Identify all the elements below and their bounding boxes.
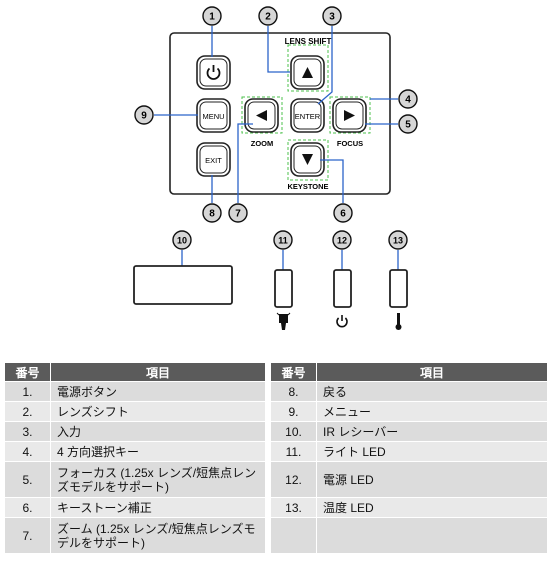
row-item: IR レシーバー xyxy=(316,421,548,442)
row-item: キーストーン補正 xyxy=(50,497,266,518)
row-number: 1. xyxy=(4,381,51,402)
power-icon xyxy=(206,65,221,80)
power-button[interactable] xyxy=(196,55,231,90)
row-item: ライト LED xyxy=(316,441,548,462)
row-item: フォーカス (1.25x レンズ/短焦点レンズモデルをサポート) xyxy=(50,461,266,498)
callout-12: 12 xyxy=(332,230,352,250)
row-number: 13. xyxy=(270,497,317,518)
row-item: 戻る xyxy=(316,381,548,402)
menu-button-label: MENU xyxy=(202,112,224,121)
focus-label: FOCUS xyxy=(337,139,363,148)
row-item: 電源ボタン xyxy=(50,381,266,402)
light-led xyxy=(274,269,293,308)
callout-8: 8 xyxy=(202,203,222,223)
callout-number: 12 xyxy=(337,236,347,246)
enter-button-label: ENTER xyxy=(295,112,321,121)
callout-number: 13 xyxy=(393,236,403,246)
row-item: ズーム (1.25x レンズ/短焦点レンズモデルをサポート) xyxy=(50,517,266,554)
row-number: 2. xyxy=(4,401,51,422)
callout-number: 1 xyxy=(209,12,215,23)
callout-number: 9 xyxy=(141,111,147,122)
row-item: メニュー xyxy=(316,401,548,422)
parts-table-left: 番号 項目 1.電源ボタン 2.レンズシフト 3.入力 4.4 方向選択キー 5… xyxy=(4,362,266,554)
callout-number: 11 xyxy=(278,236,288,246)
row-item: 4 方向選択キー xyxy=(50,441,266,462)
up-button[interactable] xyxy=(290,55,325,90)
row-number: 7. xyxy=(4,517,51,554)
temperature-led xyxy=(389,269,408,308)
exit-button[interactable]: EXIT xyxy=(196,142,231,177)
lamp-icon xyxy=(276,312,291,330)
callout-number: 6 xyxy=(340,209,346,220)
callout-number: 7 xyxy=(235,209,241,220)
row-number: 12. xyxy=(270,461,317,498)
row-item: 入力 xyxy=(50,421,266,442)
keypad-diagram: LENS SHIFT ZOOM FOCUS KEYSTONE MENU EXIT… xyxy=(133,6,418,330)
left-button[interactable] xyxy=(244,98,279,133)
menu-button[interactable]: MENU xyxy=(196,98,231,133)
row-number: 3. xyxy=(4,421,51,442)
power-icon xyxy=(336,315,348,328)
ir-receiver xyxy=(133,265,233,305)
header-item: 項目 xyxy=(50,362,266,382)
callout-7: 7 xyxy=(228,203,248,223)
callout-number: 5 xyxy=(405,120,411,131)
row-number xyxy=(270,517,317,554)
arrow-down-icon xyxy=(302,154,313,165)
callout-1: 1 xyxy=(202,6,222,26)
arrow-up-icon xyxy=(302,67,313,78)
power-led xyxy=(333,269,352,308)
callout-number: 10 xyxy=(177,236,187,246)
header-item: 項目 xyxy=(316,362,548,382)
callout-2: 2 xyxy=(258,6,278,26)
row-number: 11. xyxy=(270,441,317,462)
callout-5: 5 xyxy=(398,114,418,134)
keystone-label: KEYSTONE xyxy=(287,182,328,191)
lens-shift-label: LENS SHIFT xyxy=(285,37,332,46)
row-number: 9. xyxy=(270,401,317,422)
callout-4: 4 xyxy=(398,89,418,109)
callout-6: 6 xyxy=(333,203,353,223)
row-item: 電源 LED xyxy=(316,461,548,498)
callout-number: 3 xyxy=(329,12,335,23)
callout-9: 9 xyxy=(134,105,154,125)
row-number: 10. xyxy=(270,421,317,442)
header-number: 番号 xyxy=(270,362,317,382)
callout-13: 13 xyxy=(388,230,408,250)
callout-10: 10 xyxy=(172,230,192,250)
row-number: 4. xyxy=(4,441,51,462)
row-number: 6. xyxy=(4,497,51,518)
callout-number: 2 xyxy=(265,12,271,23)
callout-3: 3 xyxy=(322,6,342,26)
callout-number: 4 xyxy=(405,95,411,106)
row-item xyxy=(316,517,548,554)
exit-button-label: EXIT xyxy=(205,156,222,165)
thermometer-icon xyxy=(395,313,402,330)
header-number: 番号 xyxy=(4,362,51,382)
arrow-left-icon xyxy=(256,110,267,121)
enter-button[interactable]: ENTER xyxy=(290,98,325,133)
zoom-label: ZOOM xyxy=(251,139,274,148)
down-button[interactable] xyxy=(290,142,325,177)
row-item: レンズシフト xyxy=(50,401,266,422)
callout-number: 8 xyxy=(209,209,215,220)
arrow-right-icon xyxy=(344,110,355,121)
row-number: 8. xyxy=(270,381,317,402)
right-button[interactable] xyxy=(332,98,367,133)
row-item: 温度 LED xyxy=(316,497,548,518)
callout-11: 11 xyxy=(273,230,293,250)
row-number: 5. xyxy=(4,461,51,498)
parts-table-right: 番号 項目 8.戻る 9.メニュー 10.IR レシーバー 11.ライト LED… xyxy=(270,362,548,554)
